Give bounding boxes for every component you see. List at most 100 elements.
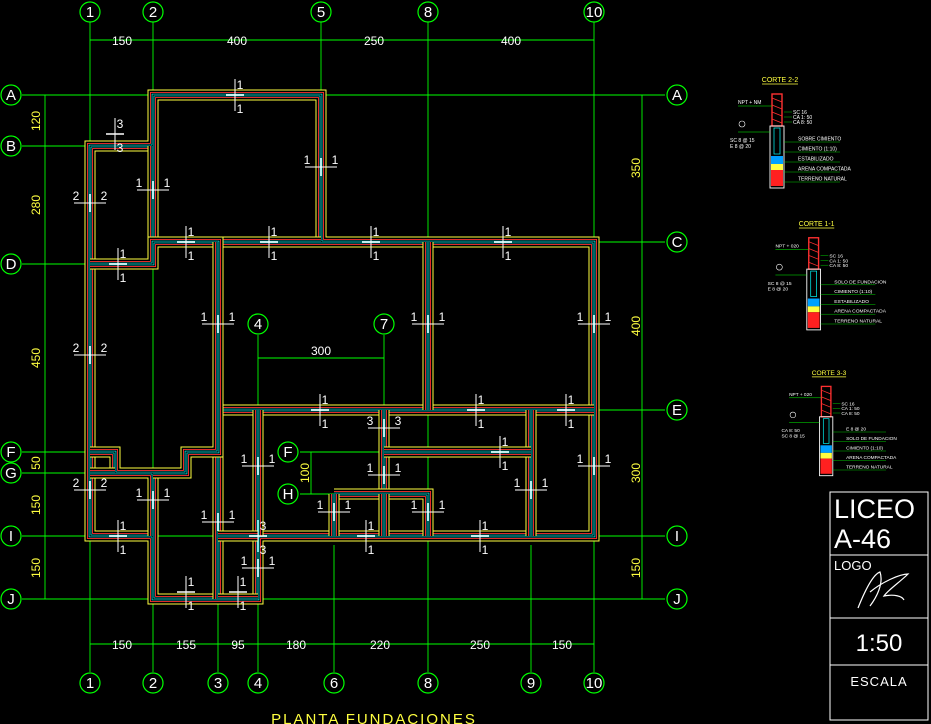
cut-label: 1 bbox=[439, 498, 446, 512]
axis-top-3-label: 8 bbox=[424, 4, 432, 21]
cut-marker-9: 11 bbox=[494, 225, 512, 263]
cut-label: 2 bbox=[101, 189, 108, 203]
cut-label: 1 bbox=[201, 508, 208, 522]
axis-top-0-label: 1 bbox=[86, 4, 94, 21]
section-left-note-2: SC 8 @ 15 bbox=[782, 434, 806, 440]
cut-label: 1 bbox=[502, 459, 509, 473]
cut-label: 3 bbox=[117, 117, 124, 131]
axis-left-0-label: A bbox=[6, 87, 16, 104]
section-npt-label: NPT + NM bbox=[738, 100, 761, 106]
axis-top-1: 2 bbox=[142, 1, 164, 23]
section-rebar-label: SC 16 bbox=[829, 253, 843, 259]
axis-inner-3-label: H bbox=[283, 486, 294, 503]
cut-label: 1 bbox=[188, 225, 195, 239]
axis-right-4: J bbox=[666, 588, 688, 610]
axis-bottom-6: 9 bbox=[520, 672, 542, 694]
axis-bottom-5: 8 bbox=[417, 672, 439, 694]
cut-label: 1 bbox=[241, 554, 248, 568]
axis-right-0: A bbox=[666, 84, 688, 106]
section-rebar-label: CA 8: 50 bbox=[829, 263, 848, 269]
cut-label: 1 bbox=[568, 393, 575, 407]
cut-label: 3 bbox=[260, 543, 267, 557]
section-rebar-label: CA 1: 50 bbox=[793, 115, 812, 121]
cut-label: 1 bbox=[332, 153, 339, 167]
axis-left-1: B bbox=[0, 135, 22, 157]
school-name-line1: LICEO bbox=[834, 494, 915, 524]
section-npt-label: NPT + 020 bbox=[775, 244, 799, 250]
dim-left-4: 150 bbox=[29, 495, 43, 515]
section-layer-label: ARENA COMPACTADA bbox=[834, 309, 886, 315]
dim-top-2: 250 bbox=[364, 34, 384, 48]
dim-bottom-3: 180 bbox=[286, 638, 306, 652]
scale-label: ESCALA bbox=[850, 674, 907, 689]
axis-bottom-1: 2 bbox=[142, 672, 164, 694]
cut-label: 1 bbox=[237, 102, 244, 116]
cut-label: 1 bbox=[164, 176, 171, 190]
cut-label: 1 bbox=[439, 310, 446, 324]
cut-label: 1 bbox=[502, 435, 509, 449]
cut-marker-14: 11 bbox=[311, 393, 329, 431]
cut-label: 1 bbox=[505, 225, 512, 239]
foundation-wall-1 bbox=[147, 146, 321, 248]
axis-bottom-0: 1 bbox=[79, 672, 101, 694]
section-layer-label: ESTABILIZADO bbox=[834, 299, 869, 305]
scale-value: 1:50 bbox=[856, 630, 903, 657]
cut-label: 1 bbox=[577, 452, 584, 466]
section-rebar-label: CA 8: 50 bbox=[841, 411, 860, 417]
axis-top-4: 10 bbox=[583, 1, 605, 23]
axis-top-4-label: 10 bbox=[586, 4, 603, 21]
section-title: CORTE 1-1 bbox=[799, 221, 835, 228]
cut-label: 1 bbox=[505, 249, 512, 263]
axis-inner-0: 4 bbox=[247, 313, 269, 335]
cut-marker-33: 11 bbox=[357, 519, 375, 557]
axis-bottom-7: 10 bbox=[583, 672, 605, 694]
cut-label: 3 bbox=[367, 414, 374, 428]
section-rebar-label: CA 1: 50 bbox=[829, 258, 848, 264]
section-layer-label: CIMIENTO (1:10) bbox=[798, 147, 837, 153]
axis-inner-2-label: F bbox=[283, 444, 292, 461]
axis-inner-2: F bbox=[277, 441, 299, 463]
cut-marker-5: 11 bbox=[109, 247, 127, 285]
axis-bottom-1-label: 2 bbox=[149, 675, 157, 692]
axis-bottom-3: 4 bbox=[247, 672, 269, 694]
cut-label: 1 bbox=[322, 393, 329, 407]
axis-left-5-label: I bbox=[9, 528, 13, 545]
axis-left-6-label: J bbox=[7, 591, 15, 608]
cut-label: 1 bbox=[482, 519, 489, 533]
dim-left-2: 450 bbox=[29, 348, 43, 368]
cut-label: 1 bbox=[120, 519, 127, 533]
cut-label: 1 bbox=[605, 452, 612, 466]
dim-bottom-4: 220 bbox=[370, 638, 390, 652]
logo-signature bbox=[857, 571, 910, 609]
cut-label: 1 bbox=[120, 247, 127, 261]
axis-top-3: 8 bbox=[417, 1, 439, 23]
cut-label: 1 bbox=[120, 271, 127, 285]
cut-label: 2 bbox=[73, 341, 80, 355]
axis-left-2-label: D bbox=[6, 256, 17, 273]
cut-label: 1 bbox=[188, 249, 195, 263]
section-rebar-label: SC 16 bbox=[793, 110, 807, 116]
cut-label: 1 bbox=[345, 498, 352, 512]
cut-label: 1 bbox=[322, 417, 329, 431]
dim-inner-1: 100 bbox=[298, 463, 312, 483]
cut-label: 1 bbox=[240, 599, 247, 613]
section-left-note: SC 8 @ 15 bbox=[730, 138, 755, 144]
cut-marker-6: 11 bbox=[177, 225, 195, 263]
dim-right-0: 350 bbox=[629, 158, 643, 178]
foundation-walls bbox=[84, 89, 600, 605]
axis-left-3-label: F bbox=[6, 444, 15, 461]
section-layer-label: CIMIENTO (1:10) bbox=[834, 289, 872, 295]
section-layer-label: TERRENO NATURAL bbox=[798, 177, 847, 183]
foundation-wall-7 bbox=[153, 410, 224, 479]
cut-label: 1 bbox=[605, 310, 612, 324]
